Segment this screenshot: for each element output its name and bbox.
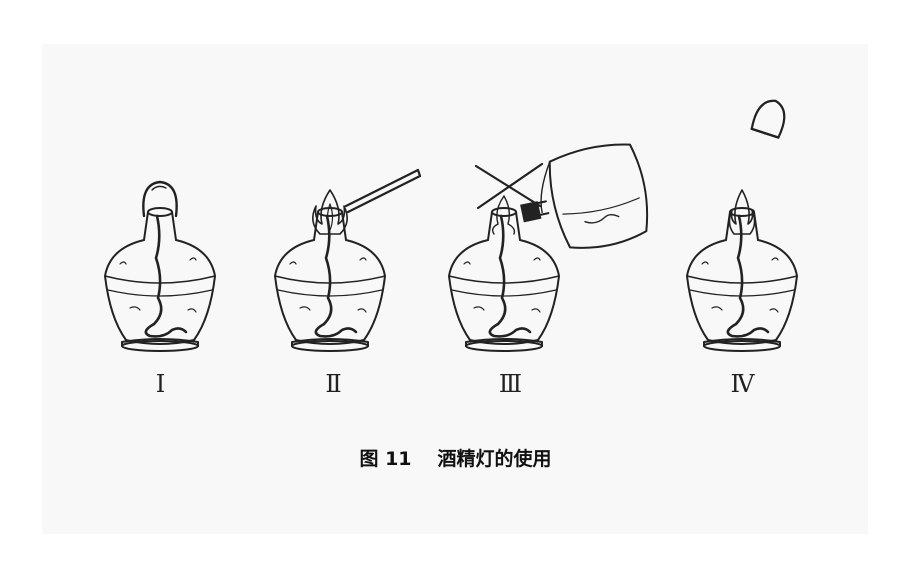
panel-label-2: Ⅱ xyxy=(325,370,341,398)
panel-label-3: Ⅲ xyxy=(498,370,522,398)
figure-panel xyxy=(42,44,868,534)
panel-label-1: Ⅰ xyxy=(155,370,165,398)
lamp-lit-with-taper xyxy=(273,189,387,353)
figure-caption: 图 11 酒精灯的使用 xyxy=(0,444,911,471)
caption-number: 图 11 xyxy=(359,448,412,470)
caption-title: 酒精灯的使用 xyxy=(437,448,552,470)
lamp-cap xyxy=(750,99,786,139)
lamp-extinguish xyxy=(685,189,799,353)
lamp-wrong-method xyxy=(447,195,561,353)
lamp-capped xyxy=(103,180,217,353)
tilted-lamp xyxy=(520,143,649,249)
lighting-taper xyxy=(344,168,422,214)
cross-mark-icon xyxy=(474,162,544,210)
panel-label-4: Ⅳ xyxy=(730,370,755,398)
